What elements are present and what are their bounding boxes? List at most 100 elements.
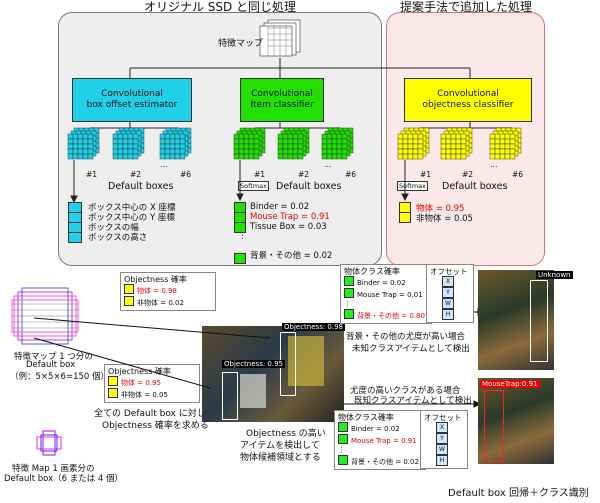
left-panel-title: オリジナル SSD と同じ処理 [143, 0, 297, 14]
offset-item-h: ボックスの高さ [88, 233, 148, 243]
objectness-obj: 物体 = 0.95 [416, 204, 465, 214]
known-text-1: 尤度の高いクラスがある場合 [350, 386, 461, 396]
class-legend-1-mt: Mouse Trap = 0.01 [357, 291, 423, 299]
swatch [344, 288, 354, 298]
green-grid-1-label: #1 [254, 170, 266, 179]
objectness-line1: Convolutional [437, 89, 499, 99]
objectness-classifier: Convolutional objectness classifier [404, 78, 532, 122]
offset-legend-1-h: H [442, 309, 454, 320]
green-grid-2-label: #2 [298, 170, 310, 179]
yellow-grid-dots: … [490, 160, 498, 169]
objectness-legend-2: Objectness 確率 物体 = 0.95 非物体 = 0.05 [104, 364, 200, 403]
offset-legend-1-title: オフセット [430, 267, 468, 276]
cyan-grid-1-label: #1 [86, 170, 98, 179]
detection-box-2 [222, 372, 238, 420]
offset-arrow [70, 160, 409, 204]
swatch [338, 434, 348, 444]
class-background: 背景・その他 = 0.02 [250, 251, 333, 261]
center-caption-3: 物体候補領域とする [240, 453, 321, 463]
yellow-grid-1-label: #1 [420, 170, 432, 179]
offset-legend-2-w: W [436, 444, 448, 455]
offset-legend-1-x: X [442, 276, 454, 287]
swatch [338, 455, 348, 465]
grid-cell [132, 153, 139, 160]
class-mousetrap: Mouse Trap = 0.91 [250, 212, 330, 222]
yellow-grid-cube-3 [489, 127, 522, 160]
mousetrap-box [484, 390, 504, 462]
center-tag-2: Objectness: 0.95 [222, 360, 286, 368]
unknown-box [530, 280, 548, 362]
grid-cell [417, 153, 424, 160]
mousetrap-tag: MouseTrap:0.91 [480, 380, 540, 388]
default-boxes-label-3: Default boxes [442, 181, 508, 192]
feature-map-label: 特徴マップ [218, 39, 264, 49]
softmax-label-2: Softmax [397, 181, 428, 191]
offset-legend-2-y: Y [436, 433, 448, 444]
swatch [124, 284, 134, 294]
class-legend-1-title: 物体クラス確率 [344, 267, 400, 276]
offset-legend-1-w: W [442, 298, 454, 309]
objectness-nonobj: 非物体 = 0.05 [416, 214, 473, 224]
swatch [344, 276, 354, 286]
objectness-legend-1: Objectness 確率 物体 = 0.98 非物体 = 0.02 [120, 272, 216, 311]
yellow-grid-cube-1 [397, 127, 430, 160]
map1-caption-1: 特徴 Map 1 画素分の [12, 464, 95, 474]
class-legend-2: 物体クラス確率 Binder = 0.02 Mouse Trap = 0.91 … [334, 410, 426, 470]
unknown-text-1: 背景・その他の尤度が高い場合 [346, 332, 466, 342]
known-text-2: 既知クラスアイテムとして検出 [354, 396, 472, 406]
swatch [344, 309, 354, 319]
offset-item-w: ボックスの幅 [88, 223, 139, 233]
unknown-photo [478, 270, 554, 370]
objectness-vector [399, 202, 411, 223]
objectness-line2: objectness classifier [422, 100, 514, 110]
yellow-grid-cube-2 [440, 127, 473, 160]
cyan-grid-dots: … [160, 160, 168, 169]
fm-caption-3: （例：5×5×6=150 個） [10, 372, 110, 382]
swatch [108, 376, 118, 386]
offset-legend-2-h: H [436, 455, 448, 466]
class-legend-1-binder: Binder = 0.02 [357, 279, 406, 287]
offset-legend-1: オフセット X Y W H [426, 264, 474, 323]
item-classifier-line1: Convolutional [251, 89, 313, 99]
objectness-legend-2-nonobj: 非物体 = 0.05 [121, 391, 168, 399]
offset-item-x: ボックス中心の X 座標 [88, 203, 176, 213]
class-binder: Binder = 0.02 [250, 202, 310, 212]
default-box-grids [67, 127, 522, 160]
swatch [338, 422, 348, 432]
feature-map-cube [259, 19, 301, 57]
box-offset-estimator: Convolutional box offset estimator [72, 78, 192, 122]
default-boxes-label-1: Default boxes [108, 181, 174, 192]
fm-caption-1: 特徴マップ 1 つ分の [14, 352, 93, 362]
class-legend-1-bg: 背景・その他 = 0.80 [357, 312, 425, 320]
mousetrap-photo [478, 378, 554, 464]
grid-cell [179, 153, 186, 160]
grid-cell [509, 153, 516, 160]
right-panel-title: 提案手法で追加した処理 [399, 0, 532, 14]
yellow-grid-2-label: #2 [462, 170, 474, 179]
offset-legend-2-x: X [436, 422, 448, 433]
cyan-grid-cube-3 [159, 127, 192, 160]
photo-item-yellow [288, 336, 324, 386]
all-boxes-caption-2: Objectness 確率を求める [102, 421, 209, 431]
grid-cell [253, 153, 260, 160]
class-legend-2-title: 物体クラス確率 [338, 413, 394, 422]
unknown-text-2: 未知クラスアイテムとして検出 [352, 344, 470, 354]
center-tag-1: Objectness: 0.98 [282, 323, 346, 331]
class-legend-1: 物体クラス確率 Binder = 0.02 Mouse Trap = 0.01 … [340, 264, 432, 324]
class-legend-2-dots: ⋮ [338, 446, 345, 454]
objectness-legend-2-title: Objectness 確率 [108, 367, 171, 376]
class-legend-2-mt: Mouse Trap = 0.91 [351, 437, 417, 445]
grid-cell [460, 153, 467, 160]
box-offset-line1: Convolutional [101, 89, 163, 99]
class-vector [234, 202, 246, 264]
objectness-legend-1-title: Objectness 確率 [124, 275, 187, 284]
green-grid-cube-3 [321, 127, 354, 160]
cyan-grid-cube-1 [67, 127, 100, 160]
unknown-tag: Unknown [536, 271, 573, 279]
swatch [124, 296, 134, 306]
cyan-grid-6-label: #6 [180, 170, 192, 179]
swatch [108, 388, 118, 398]
green-grid-cube-1 [233, 127, 266, 160]
cyan-grid-2-label: #2 [130, 170, 142, 179]
